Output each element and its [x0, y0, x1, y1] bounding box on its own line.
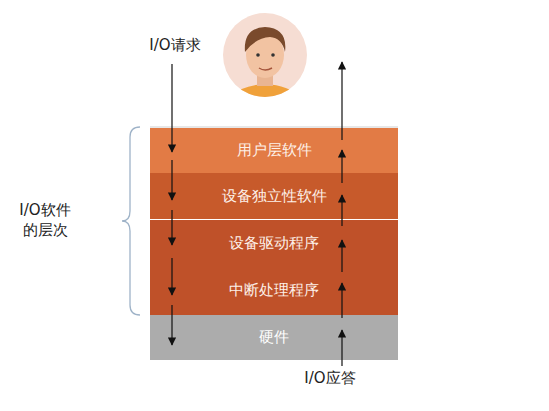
layer-name: 设备独立性软件: [222, 187, 327, 206]
layer-name: 设备驱动程序: [229, 234, 319, 253]
layer-name: 中断处理程序: [229, 281, 319, 300]
layer-name: 用户层软件: [237, 141, 312, 160]
group-label: I/O软件 的层次: [11, 200, 80, 241]
layer-band: 中断处理程序: [150, 266, 398, 315]
hardware-band: 硬件: [150, 315, 398, 360]
reply-label: I/O应答: [280, 369, 380, 388]
layer-band: 用户层软件: [150, 128, 398, 173]
layer-band: 设备驱动程序: [150, 220, 398, 266]
layer-name: 硬件: [259, 328, 289, 347]
brace: [122, 127, 140, 315]
request-label: I/O请求: [125, 36, 225, 55]
label-box: I/O应答: [280, 369, 380, 388]
avatar: [222, 13, 308, 110]
label-box: I/O软件 的层次: [7, 200, 83, 241]
layer-band: 设备独立性软件: [150, 173, 398, 219]
label-box: I/O请求: [125, 36, 225, 55]
